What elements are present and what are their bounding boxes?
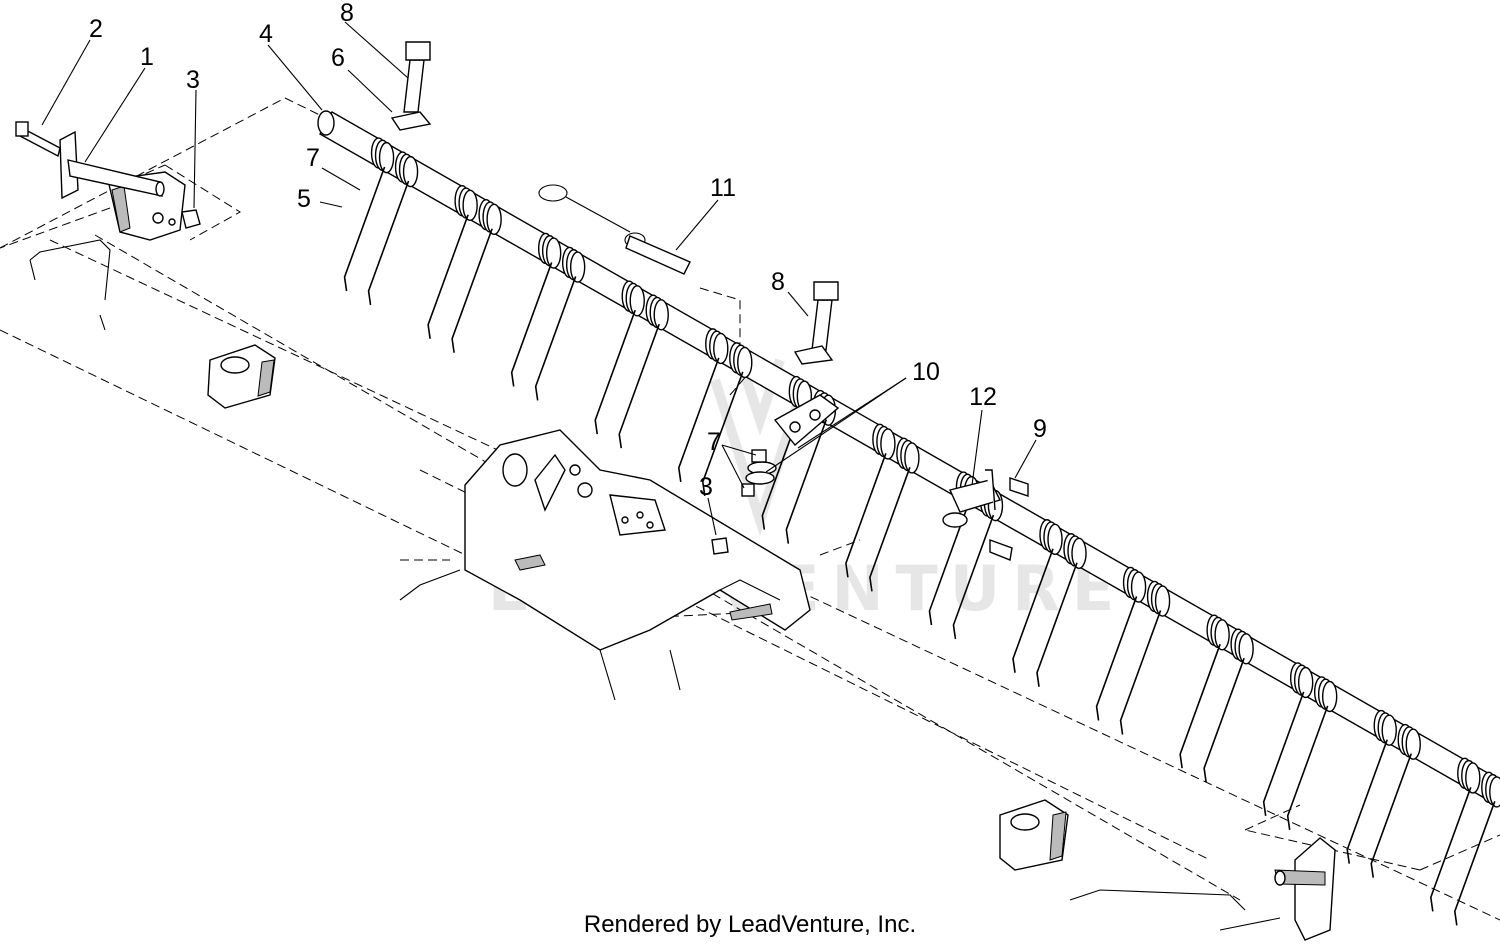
- spring-tine: [869, 467, 911, 592]
- spring-tine: [1370, 753, 1412, 878]
- spring-tine: [367, 180, 410, 306]
- callout-9: 9: [1033, 415, 1047, 443]
- tine-coil: [1397, 723, 1421, 760]
- callout-2: 2: [89, 15, 103, 43]
- spring-tine: [928, 500, 971, 626]
- tine-coil: [1230, 628, 1254, 665]
- callout-1: 1: [140, 43, 154, 71]
- spring-tine: [534, 276, 577, 401]
- spring-tine: [845, 453, 887, 578]
- tine-coil: [478, 199, 502, 236]
- callout-10: 10: [912, 358, 940, 386]
- spring-tine: [1095, 596, 1138, 721]
- center-mount-bracket: [399, 429, 811, 651]
- right-end-bracket: [1274, 837, 1336, 941]
- bolt-lower: [793, 281, 839, 365]
- tine-coil: [561, 246, 586, 283]
- callout-3-left: 3: [186, 66, 200, 94]
- tine-coil: [729, 342, 753, 379]
- frame-outline: [0, 97, 1500, 931]
- tine-coil: [394, 151, 419, 188]
- spring-tines: [343, 166, 1496, 926]
- rod-end-bracket: [942, 469, 1029, 561]
- tine-coil: [1373, 709, 1397, 746]
- spring-tine: [701, 371, 744, 496]
- tine-coil: [1313, 676, 1338, 713]
- tine-coil: [872, 423, 896, 460]
- spring-tine: [1346, 739, 1388, 864]
- tine-coil: [1039, 519, 1063, 556]
- callout-7-upper: 7: [306, 144, 320, 172]
- tine-coil: [454, 185, 478, 222]
- tine-coil: [1206, 614, 1230, 651]
- spring-tine: [1286, 705, 1329, 831]
- callout-7-lower: 7: [707, 428, 721, 456]
- lynch-pin: [538, 184, 691, 275]
- side-bracket-left: [207, 344, 276, 409]
- callout-6: 6: [331, 44, 345, 72]
- tine-coil: [621, 280, 645, 317]
- tine-coil: [1481, 771, 1500, 808]
- spring-tine: [1036, 562, 1078, 687]
- spring-tine: [1453, 801, 1496, 926]
- spring-tine: [427, 214, 469, 339]
- tine-coil: [1289, 662, 1314, 699]
- link-plate: [741, 394, 840, 497]
- spring-tine: [761, 405, 804, 530]
- spring-tine: [618, 323, 660, 449]
- callout-5: 5: [297, 185, 311, 213]
- callout-labels: 2 1 3 4 6 8 7 5 11 8 10 7 12 9 3: [89, 0, 1047, 501]
- spring-tine: [677, 357, 720, 482]
- left-bracket-assembly: [15, 121, 201, 241]
- callout-12: 12: [969, 383, 997, 411]
- spring-tine: [1429, 787, 1472, 912]
- side-bracket-right: [999, 799, 1069, 871]
- credit-text: Rendered by LeadVenture, Inc.: [584, 911, 916, 938]
- spring-tine: [952, 514, 995, 640]
- tine-coil: [370, 137, 395, 174]
- tine-coil: [645, 294, 669, 331]
- spring-tine: [785, 419, 828, 544]
- spring-tine: [451, 228, 493, 353]
- tine-coil: [1457, 757, 1481, 794]
- tine-coil: [896, 437, 920, 474]
- leader-lines: [41, 21, 1037, 536]
- spring-tine: [1119, 610, 1162, 735]
- tine-coil: [537, 232, 562, 269]
- spring-tine: [343, 166, 386, 292]
- callout-11: 11: [710, 174, 736, 202]
- spring-tine: [510, 262, 553, 387]
- spring-tine: [1262, 691, 1305, 817]
- tine-coil: [788, 375, 813, 412]
- spring-tine: [1179, 643, 1221, 769]
- spring-tine: [594, 309, 636, 435]
- spring-tine: [1203, 657, 1245, 783]
- tine-coil: [1146, 580, 1171, 617]
- callout-4: 4: [259, 20, 273, 48]
- callout-8-lower: 8: [771, 268, 785, 296]
- tine-coil: [1063, 533, 1087, 570]
- tine-coil: [705, 328, 729, 365]
- spring-tine: [1012, 548, 1054, 673]
- bolt-upper: [390, 41, 432, 131]
- tine-coil: [1122, 566, 1147, 603]
- callout-3-center: 3: [699, 473, 713, 501]
- callout-8-upper: 8: [340, 0, 354, 27]
